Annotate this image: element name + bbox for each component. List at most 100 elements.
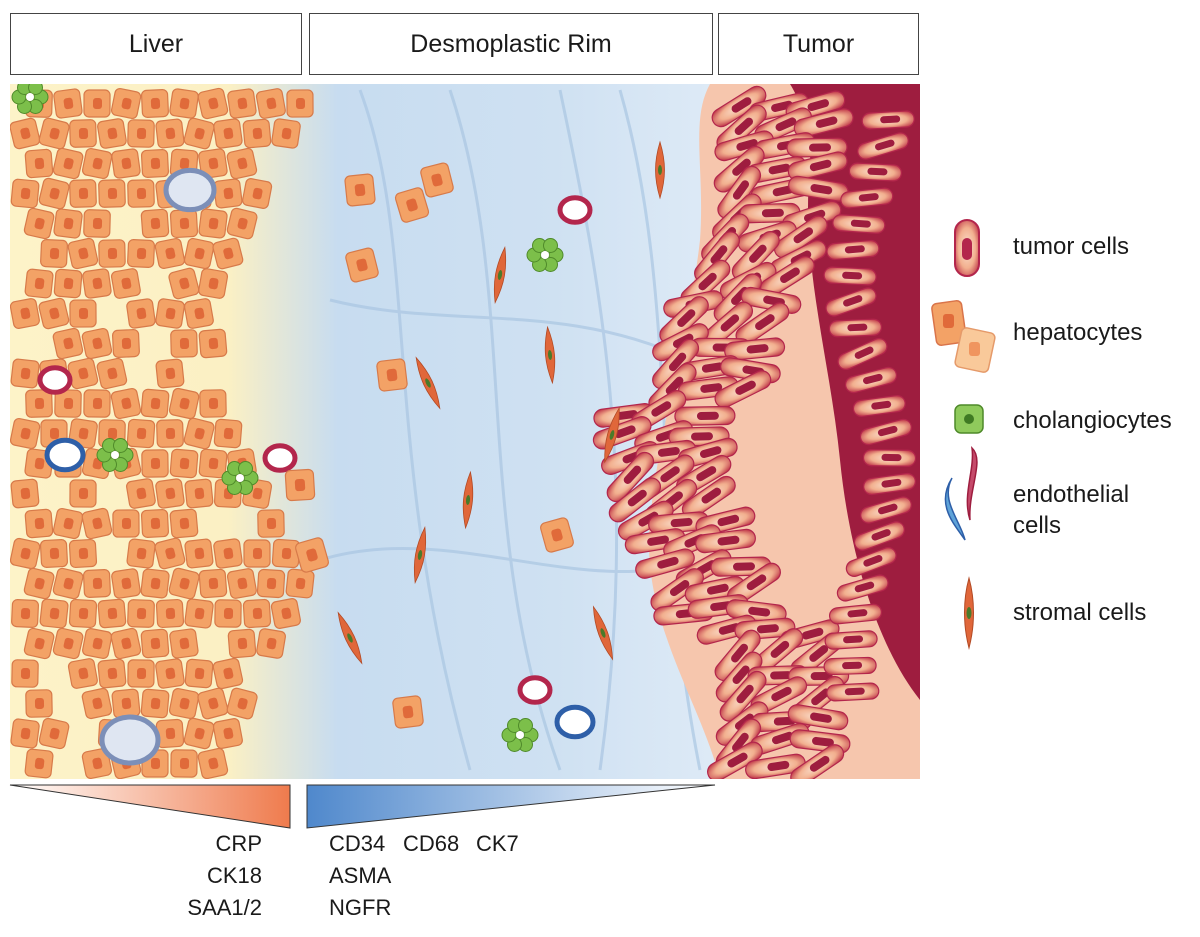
hepatocyte-cell [11,599,40,628]
hepatocyte-cell [198,268,229,299]
hepatocyte-cell [53,208,83,239]
hepatocyte-cell [97,118,127,149]
hepatocyte-cell [184,538,214,569]
zone-label-liver: Liver [128,29,184,58]
hepatocyte-cell [38,297,70,330]
hepatocyte-cell [111,568,141,599]
hepatocyte-cell [23,627,55,660]
hepatocyte-cell [169,88,199,119]
hepatocyte-cell [183,237,215,270]
tumor-cell [714,370,772,409]
tumor-cell [826,239,880,261]
hepatocyte-cell [212,718,243,749]
hepatocyte-cell [52,327,84,360]
cholangiocyte-cluster [96,438,134,472]
legend-tumor-cells: tumor cells [1013,233,1130,260]
hepatocyte-cell [39,539,68,568]
hepatocyte-cell [67,658,98,689]
stromal-cell [493,246,507,304]
hepatocyte-cell [155,478,185,509]
hepatocyte-cell [184,598,214,629]
hepatocyte-cell [170,749,198,778]
hepatocyte-cell [97,598,127,629]
hepatocyte-cell [24,748,54,779]
hepatocyte-cell [198,328,228,359]
vessel [517,675,553,705]
hepatocyte-cell [10,178,40,209]
hepatocyte-cell [242,178,273,209]
zone-header-rim: Desmoplastic Rim [309,13,713,75]
hepatocyte-cell [271,538,301,569]
tumor-cell [719,670,767,722]
hepatocyte-cell [81,147,113,180]
hepatocyte-cell [126,538,156,569]
rim-marker-gradient [306,784,716,829]
hepatocyte-cell [82,569,111,598]
stromal-cell [592,605,614,661]
rim-hepatocyte [344,173,376,207]
hepatocyte-cell [140,628,170,659]
hepatocyte-cell [38,117,70,150]
hepatocyte-cell [183,717,215,750]
hepatocyte-cell [140,208,170,239]
hepatocyte-cell [155,298,185,329]
hepatocyte-cell [54,389,82,418]
marker-rim-ngfr: NGFR [329,895,392,920]
hepatocyte-cell [183,117,215,150]
stromal-cell [462,470,474,530]
hepatocyte-cell [155,658,185,689]
hepatocyte-cell [242,118,272,149]
stromal-cell [655,140,665,200]
cholangiocyte-cluster [11,84,49,114]
hepatocyte-cell [53,268,83,299]
hepatocyte-cell [81,687,113,720]
hepatocyte-cell [226,207,258,240]
tumor-cell [608,477,662,523]
hepatocyte-cell [10,358,40,389]
zone-header-tumor: Tumor [718,13,919,75]
hepatocyte-cell [168,567,200,600]
hepatocyte-cell [140,568,170,599]
tumor-cell [731,230,780,281]
legend-endothelial-line1: endothelial [1013,481,1130,508]
hepatocyte-field [10,84,596,779]
hepatocyte-cell [197,87,229,120]
hepatocyte-cell [170,329,198,358]
hepatocyte-cell [10,298,40,329]
hepatocyte-cell [25,689,53,718]
tumor-cell [745,753,806,779]
rim-hepatocyte [345,247,379,283]
hepatocyte-cell [25,389,53,418]
hepatocyte-cell [257,509,285,538]
hepatocyte-cell [110,268,141,299]
tumor-cell [790,744,845,779]
tumor-cell [825,287,877,317]
tumor-cell [707,741,763,779]
marker-liver-2: CK18 [206,863,262,888]
legend-hepatocytes: hepatocytes [1013,319,1143,346]
tumor-cell [861,110,915,130]
hepatocyte-cell [214,599,242,628]
hepatocyte-cell [168,387,200,420]
hepatocyte-cell [198,148,228,179]
rim-hepatocyte [420,162,454,198]
hepatocyte-cell [127,659,155,688]
tumor-cell [848,162,902,182]
marker-rim-asma: ASMA [329,863,392,888]
hepatocyte-cell [183,298,214,329]
hepatocyte-cell [212,237,244,270]
hepatocyte-cell [83,389,111,418]
hepatocyte-cell [226,687,258,720]
tumor-cell [853,521,905,551]
hepatocyte-cell [24,148,54,179]
hepatocyte-cell [227,88,257,119]
tumor-cell [852,395,906,417]
tumor-cell [786,137,848,158]
hepatocyte-cell [155,358,185,389]
tumor-cell [714,629,761,682]
tumor-cell [823,656,877,676]
hepatocyte-cell [140,89,169,118]
hepatocyte-cell [11,659,39,688]
hepatocyte-cell [140,509,169,538]
tumor-cell [828,318,882,338]
